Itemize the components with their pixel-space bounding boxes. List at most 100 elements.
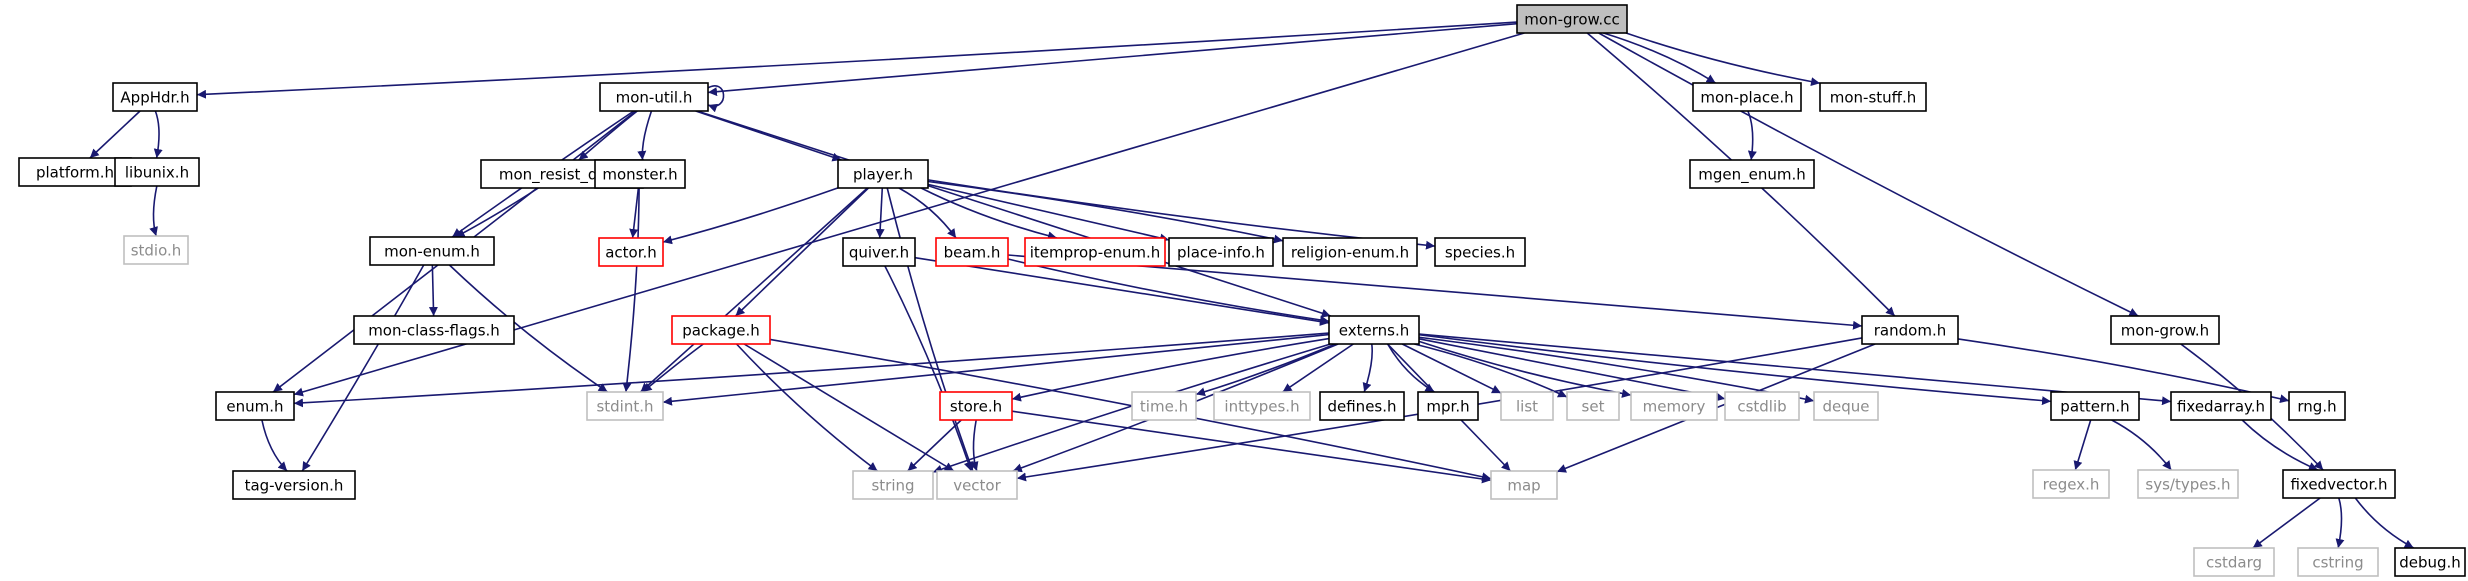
edge-externs-to-deque bbox=[1418, 336, 1815, 404]
node-label: beam.h bbox=[944, 244, 1001, 262]
edge-player-to-species bbox=[927, 179, 1436, 250]
node-species[interactable]: species.h bbox=[1434, 237, 1526, 267]
node-mpr[interactable]: mpr.h bbox=[1417, 391, 1479, 421]
edge-mon_util-to-monster bbox=[637, 110, 653, 161]
node-box bbox=[842, 237, 916, 267]
node-apphdr[interactable]: AppHdr.h bbox=[112, 82, 198, 112]
node-mgen-enum[interactable]: mgen_enum.h bbox=[1689, 159, 1815, 189]
node-externs[interactable]: externs.h bbox=[1328, 315, 1420, 345]
node-label: random.h bbox=[1874, 322, 1946, 340]
node-memory: memory bbox=[1630, 391, 1718, 421]
edge-mon_enum-to-stdint bbox=[448, 264, 609, 393]
edge-pattern-to-sys_types bbox=[2111, 419, 2172, 471]
node-mon-stuff[interactable]: mon-stuff.h bbox=[1819, 82, 1927, 112]
node-label: vector bbox=[953, 477, 1001, 495]
node-box bbox=[837, 159, 929, 189]
node-box bbox=[2137, 469, 2239, 499]
edge-externs-to-pattern bbox=[1418, 333, 2052, 406]
node-itemprop-enum[interactable]: itemprop-enum.h bbox=[1024, 237, 1166, 267]
node-religion-enum[interactable]: religion-enum.h bbox=[1282, 237, 1418, 267]
node-box bbox=[112, 82, 198, 112]
edge-player-to-itemprop_enum bbox=[920, 187, 1058, 241]
node-beam[interactable]: beam.h bbox=[935, 237, 1009, 267]
edge-store-to-vector bbox=[969, 419, 979, 472]
node-label: deque bbox=[1822, 398, 1869, 416]
node-vector: vector bbox=[936, 470, 1018, 500]
node-label: rng.h bbox=[2297, 398, 2336, 416]
edge-fixedvector-to-debug bbox=[2354, 497, 2415, 549]
node-box bbox=[114, 157, 200, 187]
node-actor[interactable]: actor.h bbox=[598, 237, 664, 267]
node-sys-types: sys/types.h bbox=[2137, 469, 2239, 499]
node-box bbox=[1319, 391, 1405, 421]
node-label: map bbox=[1507, 477, 1540, 495]
node-box bbox=[369, 236, 495, 266]
node-box bbox=[1566, 391, 1620, 421]
node-platform[interactable]: platform.h bbox=[18, 157, 132, 187]
node-monster[interactable]: monster.h bbox=[594, 159, 686, 189]
edge-externs-to-time bbox=[1195, 343, 1336, 397]
node-random[interactable]: random.h bbox=[1861, 315, 1959, 345]
node-box bbox=[1724, 391, 1800, 421]
node-cstring: cstring bbox=[2297, 547, 2379, 577]
node-mon-grow-h[interactable]: mon-grow.h bbox=[2110, 315, 2220, 345]
node-label: mon-stuff.h bbox=[1830, 89, 1917, 107]
node-mon-place[interactable]: mon-place.h bbox=[1692, 82, 1802, 112]
edge-package-to-stdint bbox=[642, 343, 704, 393]
node-label: enum.h bbox=[226, 398, 283, 416]
edge-player-to-package bbox=[734, 187, 870, 317]
node-box bbox=[2170, 391, 2272, 421]
edge-player-to-actor bbox=[662, 187, 839, 245]
node-enum[interactable]: enum.h bbox=[215, 391, 295, 421]
node-mon-class-flags[interactable]: mon-class-flags.h bbox=[353, 315, 515, 345]
edge-mon_enum-to-mon_class_flags bbox=[428, 264, 438, 317]
edge-package-to-string bbox=[735, 343, 878, 472]
node-label: stdio.h bbox=[131, 242, 182, 260]
node-label: place-info.h bbox=[1177, 244, 1265, 262]
node-pattern[interactable]: pattern.h bbox=[2050, 391, 2140, 421]
node-label: species.h bbox=[1445, 244, 1515, 262]
edge-fixedvector-to-cstring bbox=[2335, 497, 2345, 549]
edge-monster-to-actor bbox=[629, 187, 640, 239]
node-fixedvector[interactable]: fixedvector.h bbox=[2282, 469, 2396, 499]
node-libunix[interactable]: libunix.h bbox=[114, 157, 200, 187]
edge-libunix-to-stdio bbox=[149, 185, 158, 237]
node-label: actor.h bbox=[605, 244, 657, 262]
edge-player-to-beam bbox=[898, 187, 957, 239]
node-box bbox=[1692, 82, 1802, 112]
node-fixedarray[interactable]: fixedarray.h bbox=[2170, 391, 2272, 421]
node-box bbox=[2394, 547, 2466, 577]
node-mon-enum[interactable]: mon-enum.h bbox=[369, 236, 495, 266]
edge-apphdr-to-libunix bbox=[153, 110, 163, 159]
node-label: mgen_enum.h bbox=[1698, 166, 1806, 185]
edge-externs-to-memory bbox=[1418, 340, 1632, 398]
node-tag-version[interactable]: tag-version.h bbox=[232, 470, 356, 500]
node-box bbox=[2193, 547, 2275, 577]
edge-externs-to-list bbox=[1401, 343, 1502, 394]
node-store[interactable]: store.h bbox=[939, 391, 1013, 421]
node-label: itemprop-enum.h bbox=[1030, 244, 1161, 262]
node-rng[interactable]: rng.h bbox=[2288, 391, 2346, 421]
node-place-info[interactable]: place-info.h bbox=[1168, 237, 1274, 267]
edge-externs-to-mpr bbox=[1386, 343, 1435, 393]
node-label: platform.h bbox=[36, 164, 114, 182]
node-label: cstdarg bbox=[2206, 554, 2262, 572]
node-mon-util[interactable]: mon-util.h bbox=[599, 82, 709, 112]
node-label: pattern.h bbox=[2060, 398, 2129, 416]
node-label: inttypes.h bbox=[1224, 398, 1299, 416]
edge-externs-to-stdint bbox=[662, 333, 1330, 406]
node-defines[interactable]: defines.h bbox=[1319, 391, 1405, 421]
node-box bbox=[1168, 237, 1274, 267]
node-mon-grow-cc[interactable]: mon-grow.cc bbox=[1516, 4, 1628, 34]
node-label: mon_resist_def.h bbox=[499, 166, 625, 185]
node-quiver[interactable]: quiver.h bbox=[842, 237, 916, 267]
edge-externs-to-defines bbox=[1362, 343, 1373, 393]
node-label: sys/types.h bbox=[2145, 476, 2230, 494]
node-player[interactable]: player.h bbox=[837, 159, 929, 189]
node-package[interactable]: package.h bbox=[671, 315, 771, 345]
node-debug[interactable]: debug.h bbox=[2394, 547, 2466, 577]
edge-monster-to-stdint bbox=[622, 187, 640, 393]
edge-player-to-vector bbox=[886, 187, 974, 472]
node-box bbox=[1213, 391, 1311, 421]
node-box bbox=[123, 235, 189, 265]
